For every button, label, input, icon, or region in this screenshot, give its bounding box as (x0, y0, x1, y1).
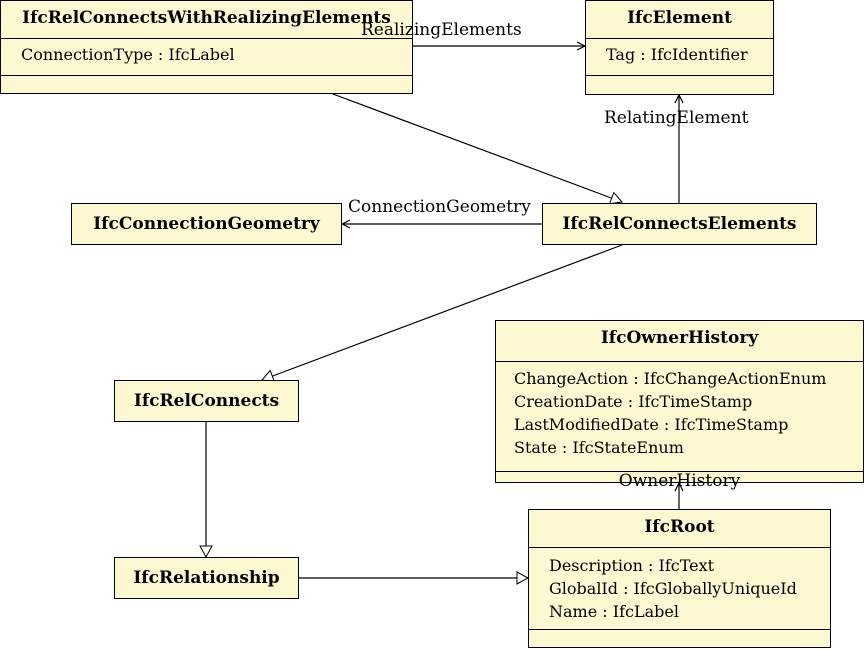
attribute-list: Tag : IfcIdentifier (586, 38, 773, 75)
realizing-to-relconnectselements-generalization (332, 93, 623, 205)
relconnectselements-to-relconnects-generalization (261, 244, 623, 383)
attribute-state: State : IfcStateEnum (514, 438, 684, 457)
operations-compartment (529, 629, 830, 649)
class-name: IfcOwnerHistory (600, 328, 759, 348)
class-name: IfcConnectionGeometry (93, 214, 320, 234)
association-end-owner-history: OwnerHistory (496, 471, 863, 490)
class-name: IfcRoot (644, 517, 715, 537)
class-ifcroot[interactable]: IfcRoot Description : IfcText GlobalId :… (528, 509, 831, 648)
class-name: IfcRelConnectsWithRealizingElements (22, 8, 391, 28)
attribute-tag: Tag : IfcIdentifier (606, 45, 748, 64)
attribute-last-modified-date: LastModifiedDate : IfcTimeStamp (514, 415, 789, 434)
attribute-change-action: ChangeAction : IfcChangeActionEnum (514, 369, 827, 388)
class-name: IfcRelationship (133, 568, 280, 588)
attribute-connection-type: ConnectionType : IfcLabel (21, 45, 235, 64)
class-ifcrelconnectswithrealizingelements[interactable]: IfcRelConnectsWithRealizingElements Conn… (0, 0, 413, 94)
class-ifcownerhistory[interactable]: IfcOwnerHistory ChangeAction : IfcChange… (495, 320, 864, 490)
operations-compartment (586, 75, 773, 96)
class-name: IfcRelConnects (133, 391, 280, 411)
label-realizing-elements: RealizingElements (361, 20, 522, 40)
attribute-list: Description : IfcText GlobalId : IfcGlob… (529, 547, 830, 629)
attribute-list: ConnectionType : IfcLabel (1, 38, 412, 75)
label-relating-element: RelatingElement (604, 108, 749, 128)
attribute-creation-date: CreationDate : IfcTimeStamp (514, 392, 753, 411)
attribute-name: Name : IfcLabel (549, 602, 679, 621)
class-name: IfcRelConnectsElements (562, 214, 797, 234)
operations-compartment (1, 75, 412, 95)
class-ifcrelationship[interactable]: IfcRelationship (114, 557, 299, 599)
class-ifcconnectiongeometry[interactable]: IfcConnectionGeometry (71, 203, 342, 245)
class-ifcrelconnectselements[interactable]: IfcRelConnectsElements (542, 203, 817, 245)
attribute-list: ChangeAction : IfcChangeActionEnum Creat… (496, 361, 863, 471)
attribute-global-id: GlobalId : IfcGloballyUniqueId (549, 579, 797, 598)
class-ifcrelconnects[interactable]: IfcRelConnects (114, 380, 299, 422)
label-connection-geometry: ConnectionGeometry (348, 197, 531, 217)
class-name: IfcElement (627, 8, 732, 28)
attribute-description: Description : IfcText (549, 556, 715, 575)
class-ifcelement[interactable]: IfcElement Tag : IfcIdentifier (585, 0, 774, 95)
